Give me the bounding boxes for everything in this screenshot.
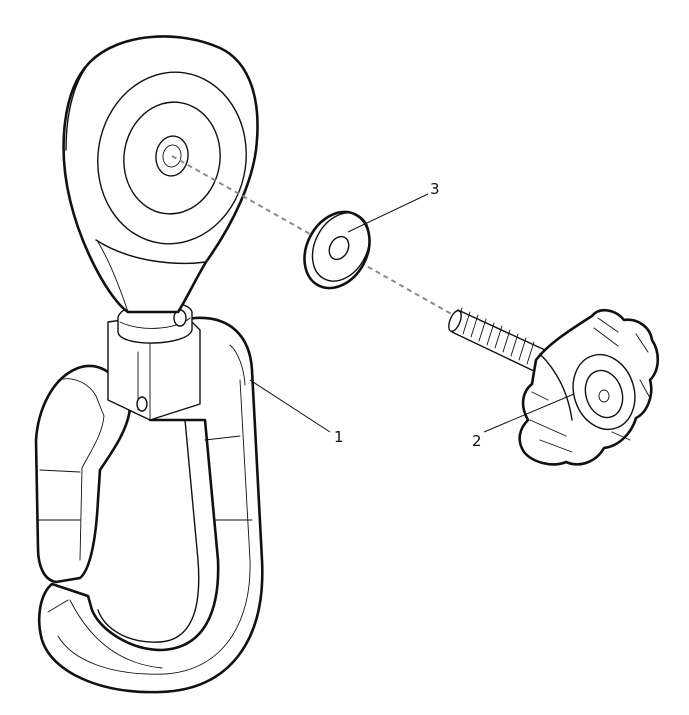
star-knob [518, 308, 660, 466]
callout-label-1: 1 [334, 428, 344, 446]
callout-2: 2 [472, 393, 575, 450]
leader-line-1 [249, 379, 331, 433]
hook-hinge-block [107, 301, 201, 421]
callout-label-3: 3 [430, 180, 440, 198]
leader-line-3 [347, 193, 429, 233]
part-washer [303, 210, 371, 290]
screw-thread [448, 307, 546, 373]
part-knob-screw [448, 307, 660, 466]
callout-label-2: 2 [472, 432, 482, 450]
hook-frame [38, 316, 264, 694]
leader-line-2 [483, 393, 575, 433]
part-hook [34, 35, 264, 694]
pulley-housing [62, 35, 259, 314]
callout-1: 1 [249, 379, 344, 446]
callout-3: 3 [347, 180, 440, 233]
